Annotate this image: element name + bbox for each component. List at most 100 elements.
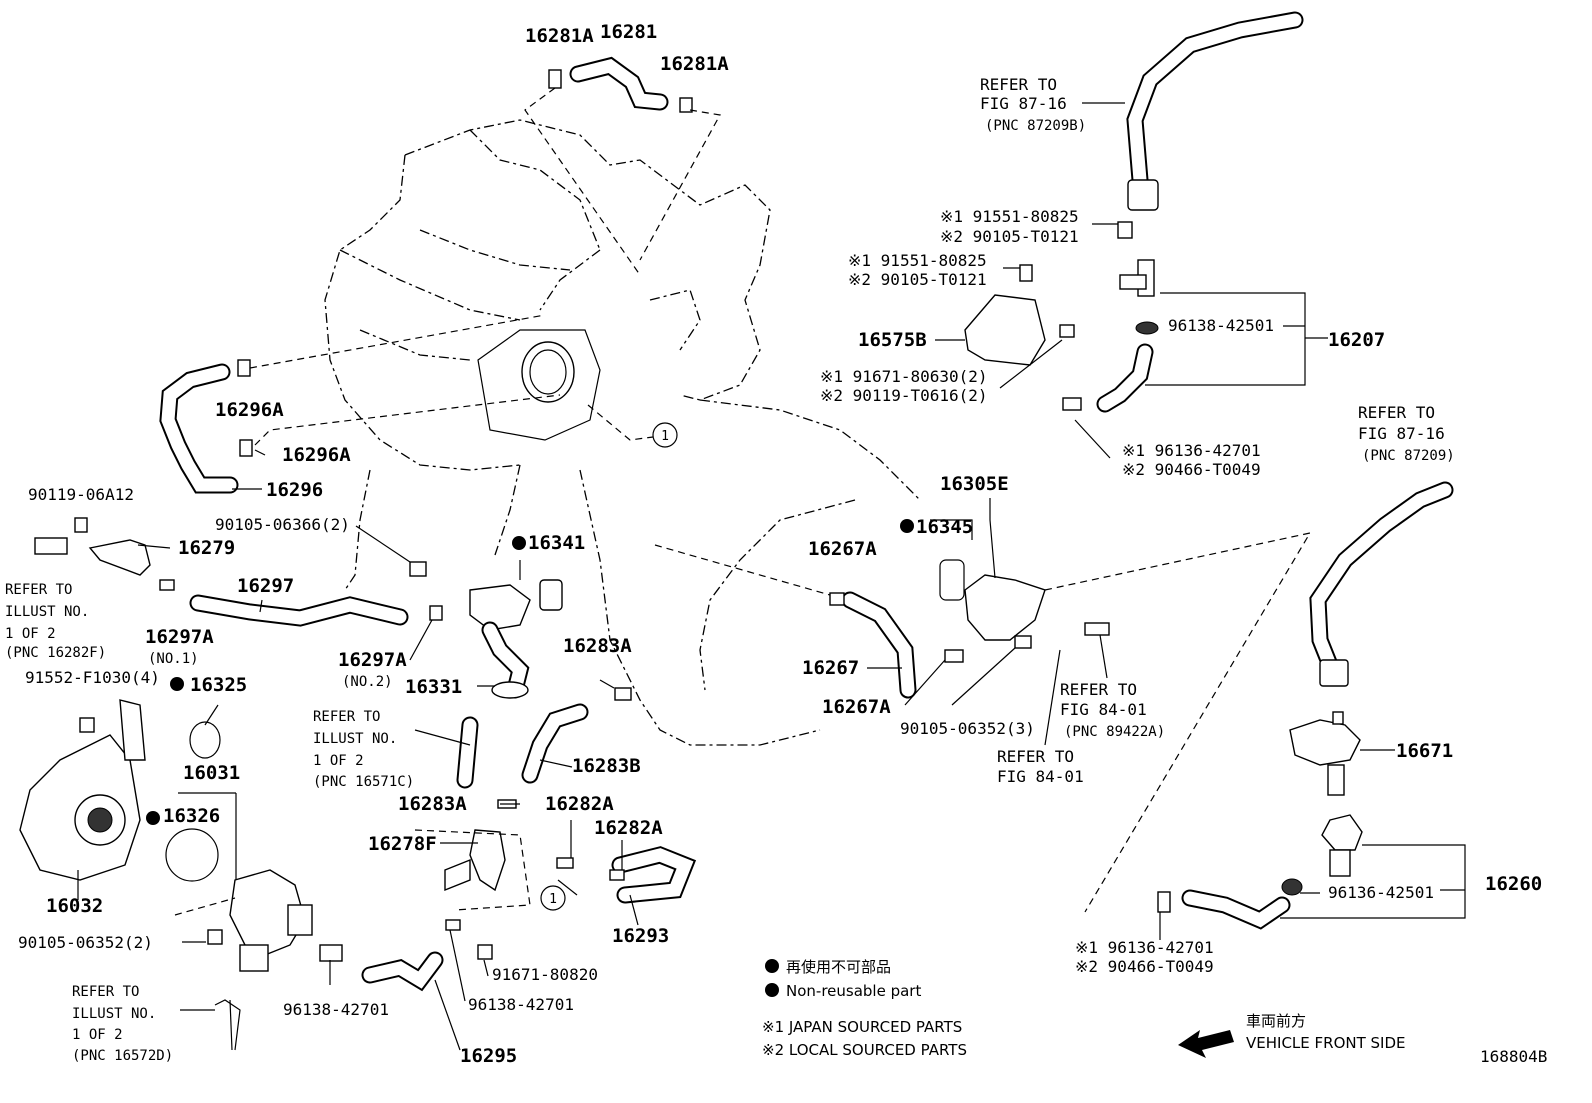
hoses-16283	[456, 687, 632, 809]
label-bolt: ※1 91551-80825	[848, 251, 987, 270]
label-clamp: ※2 90466-T0049	[1122, 460, 1261, 479]
label-bolt: ※2 90105-T0121	[848, 270, 987, 289]
clamp-icon	[1135, 321, 1159, 335]
label-16260: 16260	[1485, 873, 1542, 895]
label-16297A: 16297A	[145, 626, 214, 648]
non-reusable-dot-icon	[765, 983, 779, 997]
label-16207: 16207	[1328, 329, 1385, 351]
clamp-icon	[159, 579, 175, 591]
label-16293: 16293	[612, 925, 669, 947]
refer-label: FIG 87-16	[980, 94, 1067, 113]
clamp-icon	[609, 869, 625, 881]
label-16282A: 16282A	[545, 793, 614, 815]
front-label-en: VEHICLE FRONT SIDE	[1246, 1034, 1406, 1052]
refer-label: 1 OF 2	[5, 626, 56, 642]
label-91671-80820: 91671-80820	[492, 965, 598, 984]
svg-text:1: 1	[549, 892, 557, 907]
non-reusable-dot-icon	[512, 536, 526, 550]
bracket-16278F	[414, 829, 697, 960]
label-96138-42701: 96138-42701	[468, 995, 574, 1014]
label-16671: 16671	[1396, 740, 1453, 762]
front-label-jp: 車両前方	[1246, 1012, 1306, 1030]
water-inlet-16305E	[654, 532, 1312, 913]
hose-16281	[524, 56, 721, 276]
clamp-icon	[1157, 891, 1171, 913]
clamp-icon	[679, 97, 693, 113]
refer-label: FIG 87-16	[1358, 424, 1445, 443]
label-16281A: 16281A	[525, 25, 594, 47]
label-16331: 16331	[405, 676, 462, 698]
bolt-icon	[74, 517, 88, 533]
gasket-icon	[539, 579, 563, 611]
label-bolt: ※2 90105-T0121	[940, 227, 1079, 246]
refer-label: REFER TO	[980, 75, 1057, 94]
refer-label: REFER TO	[5, 582, 72, 598]
label-16283B: 16283B	[572, 755, 641, 777]
hose-16297-group	[34, 517, 443, 627]
clamp-icon	[1062, 397, 1082, 411]
clamp-icon	[944, 649, 964, 663]
refer-label: (PNC 16572D)	[72, 1048, 173, 1064]
label-16282A: 16282A	[594, 817, 663, 839]
non-reusable-dot-icon	[146, 811, 160, 825]
label-bolt: ※2 90119-T0616(2)	[820, 386, 988, 405]
refer-label: ILLUST NO.	[313, 731, 397, 747]
label-16281: 16281	[600, 21, 657, 43]
non-reusable-markers	[146, 519, 914, 997]
clamp-icon	[237, 359, 251, 377]
circle-ref-1-bottom: 1	[540, 885, 566, 911]
clamp-icon	[829, 592, 845, 606]
label-bolt: ※1 91671-80630(2)	[820, 367, 988, 386]
label-16295: 16295	[460, 1045, 517, 1067]
refer-label: REFER TO	[313, 709, 380, 725]
hose-16295	[361, 951, 444, 992]
refer-label: (PNC 87209)	[1362, 448, 1455, 464]
label-16326: 16326	[163, 805, 220, 827]
label-16297: 16297	[237, 575, 294, 597]
refer-label: ILLUST NO.	[72, 1006, 156, 1022]
front-direction-indicator: 車両前方 VEHICLE FRONT SIDE	[1178, 1012, 1406, 1058]
leader-lines	[77, 102, 1395, 1051]
bolt-icon	[1059, 324, 1075, 338]
label-clamp: ※2 90466-T0049	[1075, 957, 1214, 976]
label-16305E: 16305E	[940, 473, 1009, 495]
bolt-icon	[477, 944, 493, 960]
label-clamp: ※1 96136-42701	[1122, 441, 1261, 460]
non-reusable-dot-icon	[900, 519, 914, 533]
bolt-icon	[207, 929, 223, 945]
refer-label: (PNC 16571C)	[313, 774, 414, 790]
label-clamp: ※1 96136-42701	[1075, 938, 1214, 957]
label-16297A: 16297A	[338, 649, 407, 671]
label-16267A: 16267A	[808, 538, 877, 560]
label-16031: 16031	[183, 762, 240, 784]
label-16297A-sub: (NO.1)	[148, 651, 199, 667]
bolt-icon	[1014, 635, 1032, 649]
label-16283A: 16283A	[398, 793, 467, 815]
legend-non-reusable-en: Non-reusable part	[786, 982, 921, 1000]
label-90105-06352: 90105-06352(2)	[18, 933, 153, 952]
label-96138-42701: 96138-42701	[283, 1000, 389, 1019]
label-90105-06352: 90105-06352(3)	[900, 719, 1035, 738]
clamp-icon	[614, 687, 632, 701]
legend-local-sourced: ※2 LOCAL SOURCED PARTS	[762, 1041, 967, 1059]
bolt-icon	[79, 717, 95, 733]
gasket-icon	[939, 559, 965, 601]
legend-japan-sourced: ※1 JAPAN SOURCED PARTS	[762, 1018, 962, 1036]
circle-ref-1-top: 1	[587, 404, 678, 448]
label-16279: 16279	[178, 537, 235, 559]
refer-label: (PNC 89422A)	[1064, 724, 1165, 740]
water-outlet-16331	[469, 579, 563, 699]
label-96138-42501: 96138-42501	[1168, 316, 1274, 335]
refer-label: REFER TO	[1060, 680, 1137, 699]
refer-label: FIG 84-01	[1060, 700, 1147, 719]
label-16575B: 16575B	[858, 329, 927, 351]
refer-label: REFER TO	[1358, 403, 1435, 422]
label-16032: 16032	[46, 895, 103, 917]
clamp-icon	[556, 857, 574, 869]
water-pump-16032	[19, 699, 221, 882]
non-reusable-dot-icon	[170, 677, 184, 691]
assembly-16207	[1062, 259, 1328, 413]
clamp-icon	[429, 605, 443, 621]
refer-label: (PNC 87209B)	[985, 118, 1086, 134]
